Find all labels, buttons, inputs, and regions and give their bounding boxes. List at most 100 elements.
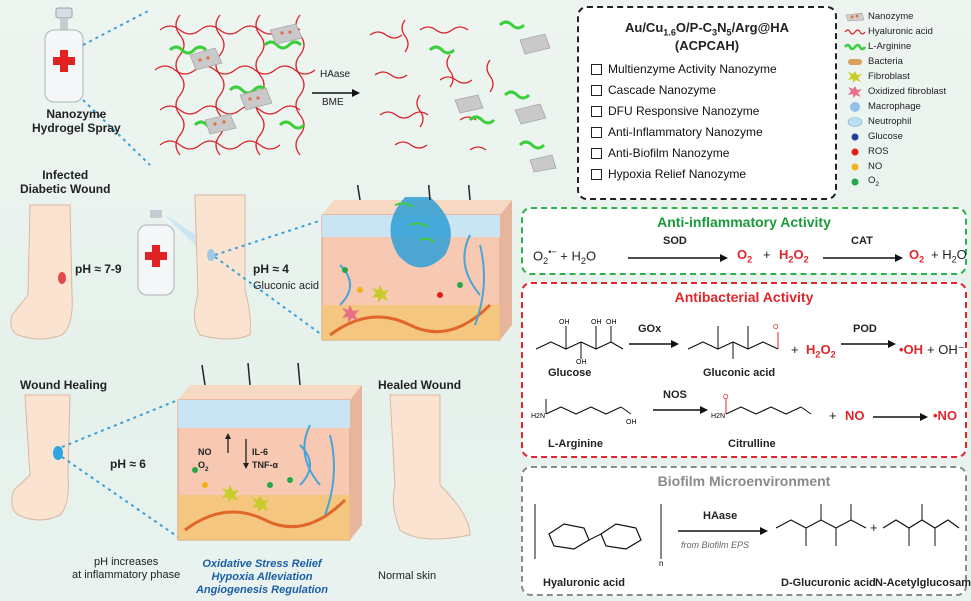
biofilm-plus: + — [870, 520, 878, 535]
gluconic-acid-product: Gluconic acid — [703, 367, 776, 379]
pod-arrow — [841, 340, 896, 348]
wound-skin-cross-section — [321, 185, 512, 341]
anti-inflammatory-box: Anti-inflammatory Activity O2•− + H2O SO… — [521, 207, 967, 275]
ph-healing-label: pH ≈ 6 — [110, 457, 146, 471]
svg-text:O: O — [773, 324, 779, 331]
product-h2o2: H2O2 — [779, 247, 809, 265]
feature-item: Hypoxia Relief Nanozyme — [591, 167, 746, 181]
skin-il6-marker: IL-6 — [252, 447, 269, 457]
nanozyme-dots-intact — [198, 30, 292, 126]
svg-text:OH: OH — [559, 319, 570, 326]
svg-text:H2N: H2N — [531, 413, 545, 420]
legend: Nanozyme Hyaluronic acid L-Arginine Bact… — [842, 10, 970, 200]
feature-item: Anti-Biofilm Nanozyme — [591, 146, 729, 160]
feature-label: DFU Responsive Nanozyme — [608, 104, 760, 118]
neutrophil-icon — [847, 116, 863, 127]
reactant-superoxide: O2•− + H2O — [533, 247, 597, 266]
box-title-line1: Au/Cu1.6O/P-C3N5/Arg@HA — [624, 20, 790, 38]
normal-skin-label: Normal skin — [378, 570, 437, 582]
gox-label: GOx — [638, 323, 662, 335]
product2-o2: O2 — [909, 247, 925, 265]
hyaluronic-acid-label: Hyaluronic acid — [543, 577, 625, 589]
sod-arrow — [628, 254, 728, 262]
cat-arrow — [823, 254, 903, 262]
hyaluronic-acid-structure: n — [534, 504, 663, 568]
plus-h2o2: + — [791, 342, 799, 357]
feature-item: Cascade Nanozyme — [591, 83, 716, 97]
oh-radical: •OH — [899, 342, 924, 357]
skin-no-marker: NO — [198, 447, 212, 457]
skin-tnf-marker: TNF-α — [252, 460, 279, 470]
oxidized-fibroblast-icon — [848, 85, 862, 98]
hydrogel-network-diagram — [44, 7, 557, 173]
antibacterial-title: Antibacterial Activity — [674, 289, 814, 305]
o2-legend-label: O2 — [868, 175, 880, 188]
effect-item: Hypoxia Alleviation — [211, 571, 313, 583]
svg-text:OH: OH — [576, 359, 587, 364]
healing-foot-illustration — [11, 394, 71, 521]
product2-h2o: + H2O — [931, 247, 967, 265]
feature-label: Cascade Nanozyme — [608, 83, 717, 97]
spray-label-line2: Hydrogel Spray — [32, 121, 121, 135]
gluconic-acid-structure: O — [687, 324, 779, 359]
gluconic-acid-label: Gluconic acid — [253, 280, 320, 292]
hyaluronic-acid-icon — [844, 28, 866, 35]
healing-skin-cross-section — [177, 362, 362, 541]
ph-increase-label: pH increases at inflammatory phase — [72, 556, 180, 582]
oh-minus: + OH⁻ — [927, 342, 965, 357]
ph-acid-label: pH ≈ 4 — [253, 262, 289, 276]
nanozyme-icon — [845, 12, 865, 21]
plus-no: + — [829, 408, 837, 423]
no-label: NO — [845, 408, 865, 423]
feature-item: Anti-Inflammatory Nanozyme — [591, 125, 763, 139]
nos-label: NOS — [663, 389, 687, 401]
sod-label: SOD — [663, 235, 687, 247]
anti-inflammatory-title: Anti-inflammatory Activity — [657, 214, 831, 230]
legend-item: Nanozyme — [842, 10, 913, 23]
legend-item: Oxidized fibroblast — [842, 85, 946, 98]
product-plus: + — [763, 247, 771, 262]
legend-item: Neutrophil — [842, 115, 911, 128]
infected-foot-illustration — [10, 204, 73, 340]
checkbox-icon — [591, 147, 602, 159]
arginine-label: L-Arginine — [548, 438, 603, 450]
spray-label-line1: Nanozyme — [46, 107, 107, 121]
checkbox-icon — [591, 126, 602, 138]
checkbox-icon — [591, 84, 602, 96]
svg-text:H2N: H2N — [711, 413, 725, 420]
h2o2-label: H2O2 — [806, 342, 836, 360]
hyaluronic-network-degraded — [369, 19, 494, 151]
feature-item: DFU Responsive Nanozyme — [591, 104, 759, 118]
ros-dot-icon — [851, 148, 859, 155]
glucose-label: Glucose — [548, 367, 592, 379]
o2-dot-icon — [851, 178, 859, 185]
ph-increase-line1: pH increases — [94, 556, 159, 568]
legend-item: Glucose — [842, 130, 903, 143]
pod-label: POD — [853, 323, 877, 335]
wound-illustration — [10, 185, 512, 541]
infected-wound-title: Infected Diabetic Wound — [20, 168, 110, 196]
svg-text:OH: OH — [606, 319, 617, 326]
svg-text:n: n — [659, 559, 663, 568]
haase-enzyme-label: HAase — [703, 510, 738, 522]
infected-title-line1: Infected — [42, 168, 89, 182]
checkbox-icon — [591, 63, 602, 75]
product-o2: O2 — [737, 247, 753, 265]
no-oxidation-arrow — [873, 413, 928, 421]
nanozyme-sheets-released — [454, 33, 557, 173]
haase-label: HAase — [320, 69, 351, 80]
spray-label: Nanozyme Hydrogel Spray — [32, 107, 121, 135]
acetylglucosamine-label: N-Acetylglucosamine — [875, 577, 971, 589]
healing-effects: Oxidative Stress Relief Hypoxia Alleviat… — [188, 558, 336, 597]
spray-bottle-icon — [44, 7, 84, 103]
biofilm-box: Biofilm Microenvironment n Hyaluronic ac… — [521, 466, 971, 596]
ph-increase-line2: at inflammatory phase — [72, 569, 181, 581]
effect-item: Oxidative Stress Relief — [202, 558, 322, 570]
svg-text:OH: OH — [591, 319, 602, 326]
citrulline-label: Citrulline — [728, 438, 776, 450]
healed-wound-title: Healed Wound — [378, 378, 462, 392]
haase-arrow — [678, 527, 768, 535]
ph-infected-label: pH ≈ 7-9 — [75, 262, 122, 276]
